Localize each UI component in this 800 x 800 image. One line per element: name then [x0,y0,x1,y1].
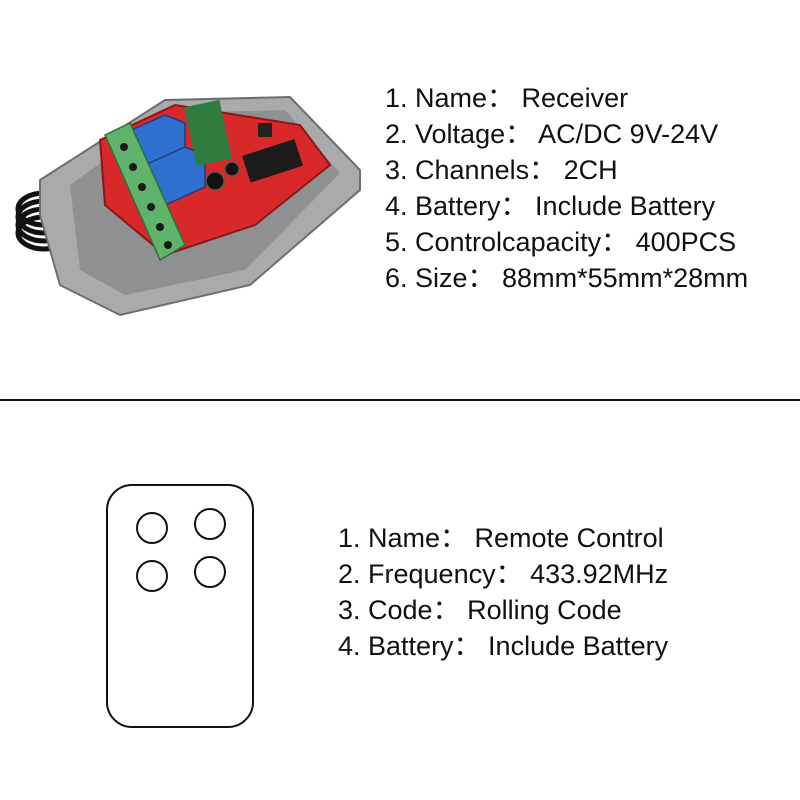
receiver-spec-list: 1. Name： Receiver 2. Voltage： AC/DC 9V-2… [385,80,748,296]
spec-channels: 3. Channels： 2CH [385,155,618,185]
remote-body [106,484,254,728]
remote-control-outline-icon [104,482,260,734]
remote-button-icon [136,512,168,544]
spec-voltage: 2. Voltage： AC/DC 9V-24V [385,119,719,149]
remote-button-icon [194,556,226,588]
remote-button-icon [136,560,168,592]
section-divider [0,399,800,401]
remote-spec-list: 1. Name： Remote Control 2. Frequency： 43… [338,520,668,664]
remote-button-icon [194,508,226,540]
spec-control-capacity: 5. Controlcapacity： 400PCS [385,227,737,257]
receiver-panel: 1. Name： Receiver 2. Voltage： AC/DC 9V-2… [15,80,748,317]
spec-name: 1. Name： Remote Control [338,523,664,553]
spec-name: 1. Name： Receiver [385,83,629,113]
spec-code: 3. Code： Rolling Code [338,595,622,625]
spec-frequency: 2. Frequency： 433.92MHz [338,559,669,589]
receiver-board-icon [15,95,361,317]
spec-battery: 4. Battery： Include Battery [385,191,716,221]
spec-size: 6. Size： 88mm*55mm*28mm [385,263,749,293]
spec-battery: 4. Battery： Include Battery [338,631,669,661]
